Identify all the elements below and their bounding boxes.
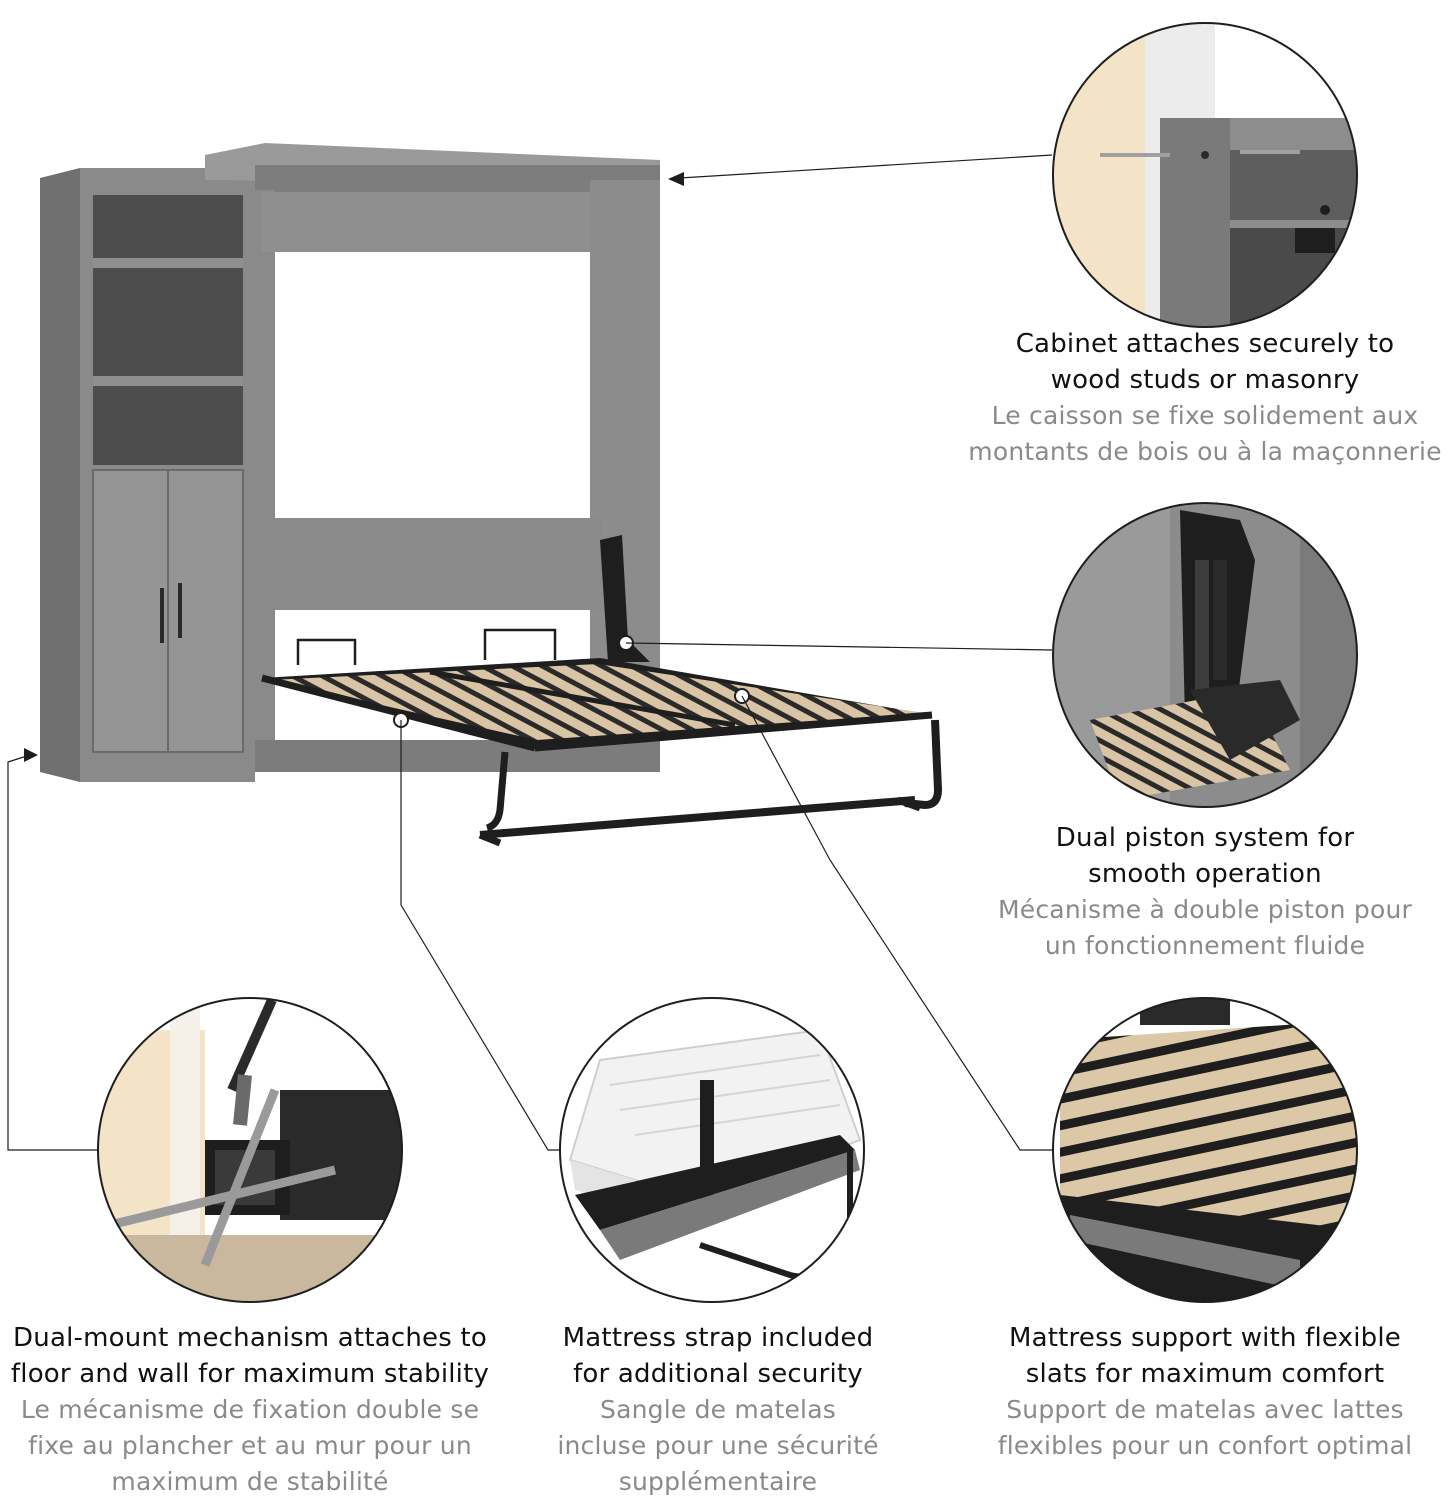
caption-cabinet: Cabinet attaches securely to wood studs … (945, 326, 1455, 470)
caption-slats-en-2: slats for maximum comfort (1025, 1359, 1385, 1389)
caption-mount-fr-2: fixe au plancher et au mur pour un (28, 1431, 472, 1460)
caption-piston-fr-2: un fonctionnement fluide (1044, 931, 1366, 960)
caption-mount-en-2: floor and wall for maximum stability (10, 1359, 490, 1389)
detail-circle-dual-mount (97, 997, 403, 1303)
caption-slats-en-1: Mattress support with flexible (1009, 1323, 1401, 1353)
leader-lines (7, 154, 1053, 1151)
caption-slats-fr-1: Support de matelas avec lattes (1006, 1395, 1404, 1424)
floor-screw (200, 1088, 280, 1267)
detail-circle-cabinet-wall (1052, 22, 1358, 328)
caption-strap-en-1: Mattress strap included (562, 1323, 874, 1353)
murphy-bed-cabinet (40, 143, 943, 847)
caption-strap-en-2: for additional security (573, 1359, 863, 1389)
caption-piston-fr-1: Mécanisme à double piston pour (998, 895, 1412, 924)
caption-mattress-strap: Mattress strap included for additional s… (518, 1320, 918, 1500)
bookcase-tower (40, 168, 255, 782)
detail-circle-mattress-strap (559, 997, 865, 1303)
wall-screw (108, 1165, 337, 1230)
detail-circle-piston (1052, 502, 1358, 808)
caption-piston-en-2: smooth operation (1088, 859, 1322, 889)
caption-piston: Dual piston system for smooth operation … (955, 820, 1455, 964)
caption-strap-fr-2: incluse pour une sécurité (557, 1431, 879, 1460)
detail-circle-flexible-slats (1052, 997, 1358, 1303)
caption-cabinet-en-2: wood studs or masonry (1050, 365, 1360, 395)
caption-mount-fr-3: maximum de stabilité (111, 1467, 389, 1496)
caption-strap-fr-1: Sangle de matelas (600, 1395, 836, 1424)
caption-flexible-slats: Mattress support with flexible slats for… (960, 1320, 1450, 1464)
bed-platform (261, 658, 943, 847)
caption-cabinet-fr-2: montants de bois ou à la maçonnerie (968, 437, 1442, 466)
door-handle-left (160, 588, 164, 643)
door-handle-right (178, 583, 182, 638)
piston-bracket (600, 535, 650, 662)
caption-piston-en-1: Dual piston system for (1055, 823, 1355, 853)
caption-dual-mount: Dual-mount mechanism attaches to floor a… (0, 1320, 500, 1500)
caption-mount-en-1: Dual-mount mechanism attaches to (13, 1323, 487, 1353)
floor (98, 1235, 402, 1302)
headboard-stops (296, 628, 557, 665)
caption-cabinet-fr-1: Le caisson se fixe solidement aux (991, 401, 1419, 430)
caption-cabinet-en-1: Cabinet attaches securely to (1015, 329, 1395, 359)
caption-strap-fr-3: supplémentaire (618, 1467, 818, 1496)
caption-mount-fr-1: Le mécanisme de fixation double se (20, 1395, 480, 1424)
caption-slats-fr-2: flexibles pour un confort optimal (997, 1431, 1413, 1460)
